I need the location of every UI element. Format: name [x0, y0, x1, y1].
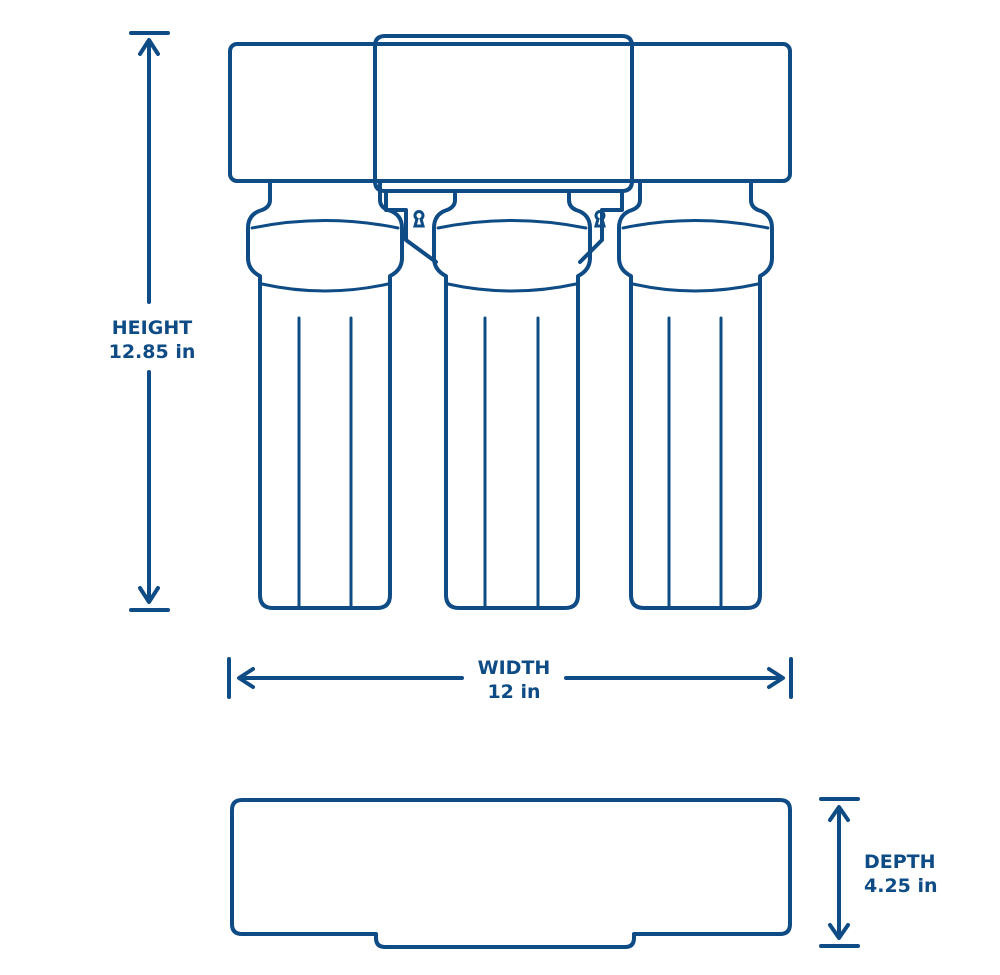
bracket-left-plate [384, 191, 438, 264]
height-dimension: HEIGHT 12.85 in [109, 31, 196, 612]
depth-up-arrow [828, 805, 850, 822]
head-left-section [228, 42, 792, 183]
width-label: WIDTH [478, 657, 551, 679]
width-left-arrow [237, 667, 255, 689]
keyhole-right-icon [594, 210, 606, 228]
filter-head [228, 34, 792, 193]
head-center-cap [373, 34, 634, 183]
depth-down-arrow [828, 923, 850, 940]
height-value: 12.85 in [109, 341, 196, 363]
housing-left-outline [246, 179, 404, 610]
filter-housing-center [432, 191, 592, 610]
height-up-arrow [138, 38, 160, 56]
housing-center-collar-top [436, 219, 588, 230]
housing-left-collar-bottom [260, 282, 390, 293]
filter-housing-left [246, 179, 404, 610]
depth-value: 4.25 in [864, 875, 938, 897]
width-value: 12 in [487, 681, 540, 703]
housing-right-outline [617, 179, 774, 610]
width-right-arrow [767, 667, 785, 689]
housing-left-collar-top [250, 219, 400, 230]
depth-dimension: DEPTH 4.25 in [819, 797, 938, 948]
height-label: HEIGHT [112, 317, 192, 339]
keyhole-left-icon [413, 210, 425, 228]
housing-center-outline [432, 191, 592, 610]
bracket-right-plate [578, 191, 624, 264]
filter-housing-right [617, 179, 774, 610]
top-view-outline [230, 798, 792, 949]
height-down-arrow [138, 586, 160, 604]
filter-unit-top-view [230, 798, 792, 949]
width-dimension: WIDTH 12 in [227, 657, 793, 703]
housing-right-collar-top [621, 219, 770, 230]
housing-right-collar-bottom [631, 282, 760, 293]
mounting-bracket [384, 191, 624, 264]
head-center-bottom [373, 179, 634, 193]
filter-unit-front-view [228, 34, 792, 610]
housing-center-collar-bottom [446, 282, 578, 293]
depth-label: DEPTH [864, 851, 936, 873]
